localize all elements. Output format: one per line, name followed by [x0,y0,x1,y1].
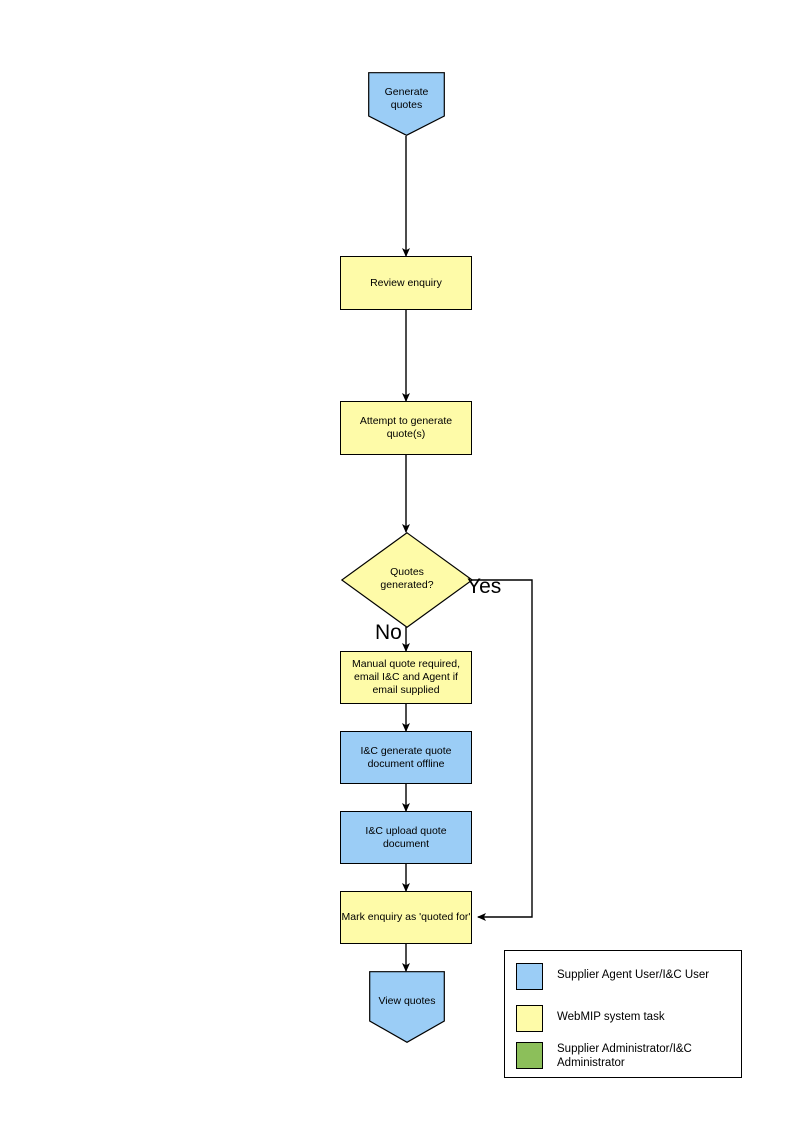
legend-item-supplier-administrator: Supplier Administrator/I&C Administrator [516,1042,692,1070]
legend-item-webmip-system-task: WebMIP system task [516,1005,665,1032]
legend-swatch-blue [516,963,543,990]
legend-swatch-green [516,1042,543,1069]
node-attempt-generate-quotes-label: Attempt to generate quote(s) [359,415,453,440]
legend-label-supplier-administrator: Supplier Administrator/I&C Administrator [557,1043,692,1069]
legend-swatch-yellow [516,1005,543,1032]
node-ic-upload-quote-document-label: I&C upload quote document [365,824,447,850]
node-mark-enquiry-quoted-for-label: Mark enquiry as 'quoted for' [341,911,471,923]
node-manual-quote-required-label: Manual quote required, email I&C and Age… [352,658,460,696]
node-generate-quotes[interactable]: Generate quotes [368,72,445,136]
node-view-quotes-label: View quotes [378,995,436,1007]
legend-label-webmip-system-task: WebMIP system task [557,1011,665,1023]
edge-label-no: No [375,621,402,644]
node-review-enquiry[interactable]: Review enquiry [340,256,472,310]
legend: Supplier Agent User/I&C User WebMIP syst… [504,950,742,1078]
edge-label-yes: Yes [467,575,502,598]
node-attempt-generate-quotes[interactable]: Attempt to generate quote(s) [340,401,472,455]
legend-item-supplier-agent-user: Supplier Agent User/I&C User [516,963,709,990]
node-ic-upload-quote-document[interactable]: I&C upload quote document [340,811,472,864]
node-quotes-generated-decision-label: Quotes generated? [380,566,434,591]
node-review-enquiry-label: Review enquiry [370,276,442,289]
pentagon-shape [369,971,445,1043]
node-mark-enquiry-quoted-for[interactable]: Mark enquiry as 'quoted for' [340,891,472,944]
node-ic-generate-quote-offline-label: I&C generate quote document offline [360,744,452,770]
node-view-quotes[interactable]: View quotes [369,971,445,1043]
diamond-shape [341,532,473,628]
edge-decision-yes-to-mark [457,579,533,921]
legend-label-supplier-agent-user: Supplier Agent User/I&C User [557,969,710,981]
node-ic-generate-quote-offline[interactable]: I&C generate quote document offline [340,731,472,784]
node-quotes-generated-decision[interactable]: Quotes generated? [341,532,473,628]
pentagon-shape [368,72,445,136]
node-manual-quote-required[interactable]: Manual quote required, email I&C and Age… [340,651,472,704]
node-generate-quotes-label: Generate quotes [384,86,429,111]
